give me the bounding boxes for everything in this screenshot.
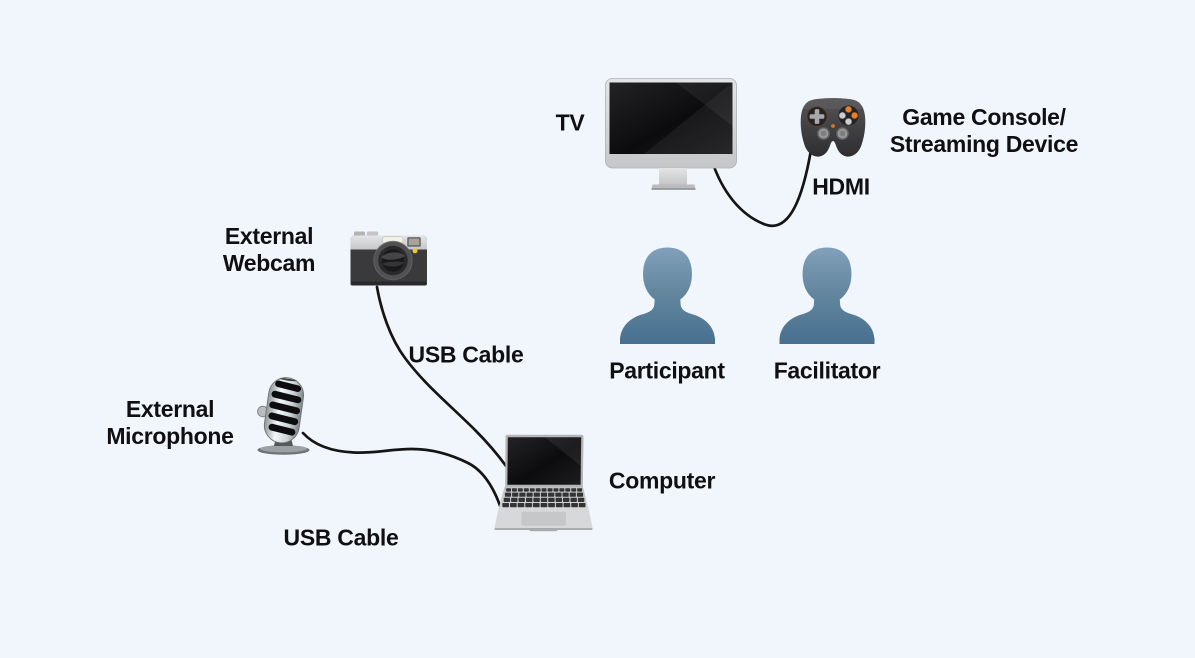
external-webcam-label-line1: External xyxy=(224,223,314,249)
usb-cable-webcam-label: USB Cable xyxy=(408,341,524,368)
tv-monitor-icon xyxy=(605,78,737,190)
person-bust-icon-participant xyxy=(620,247,715,344)
facilitator-label: Facilitator xyxy=(773,357,881,384)
external-microphone-label-line2: Microphone xyxy=(106,423,234,449)
computer-label: Computer xyxy=(608,467,716,494)
participant-label: Participant xyxy=(609,357,725,384)
cables xyxy=(301,148,813,517)
external-webcam-label-line2: Webcam xyxy=(222,250,316,276)
usb-cable-microphone-label: USB Cable xyxy=(283,524,399,551)
studio-microphone-icon xyxy=(257,377,310,455)
tv-label: TV xyxy=(555,109,585,136)
game-console-label-line2: Streaming Device xyxy=(889,131,1079,157)
hdmi-cable xyxy=(710,148,813,228)
external-microphone-label-line1: External xyxy=(125,396,215,422)
camera-icon xyxy=(350,231,427,286)
laptop-icon xyxy=(494,434,593,532)
laptop-keyboard-keys xyxy=(502,488,586,508)
game-console-label-line1: Game Console/ xyxy=(902,104,1066,130)
game-controller-icon xyxy=(800,98,866,157)
usb-cable-microphone xyxy=(301,431,505,517)
person-bust-icon-facilitator xyxy=(779,247,875,344)
hdmi-label: HDMI xyxy=(812,173,870,200)
usb-cable-webcam xyxy=(375,285,508,468)
game-console-label: Game Console/Streaming Device xyxy=(889,104,1079,158)
